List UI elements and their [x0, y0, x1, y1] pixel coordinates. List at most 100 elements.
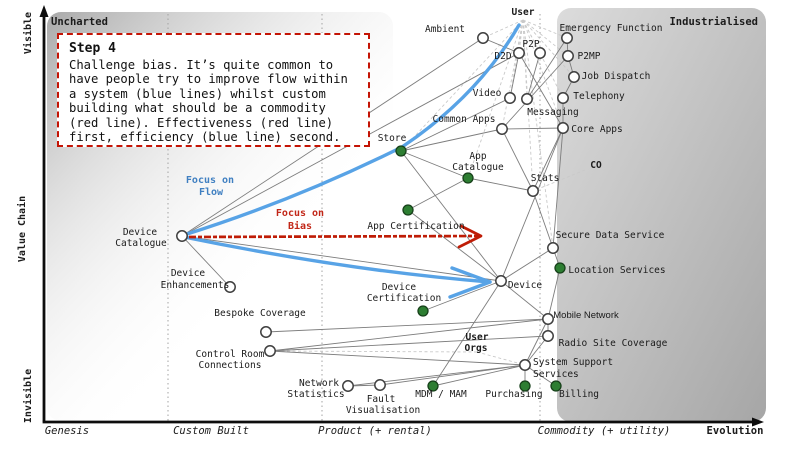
node-d2d: [513, 47, 525, 59]
edge-common_apps-p2mp: [501, 55, 569, 130]
node-mobile_network: [542, 313, 554, 325]
label-mdm_mam: MDM / MAM: [415, 389, 467, 400]
label-fault_visualisation-line2: Visualisation: [346, 405, 420, 416]
value-chain-axis-arrowhead: [39, 5, 49, 17]
label-job_dispatch: Job Dispatch: [582, 71, 651, 82]
label-co: CO: [590, 160, 602, 171]
edge-stats-secure_data_service: [532, 190, 554, 249]
focus-on-bias-label-line2: Bias: [288, 220, 312, 232]
edge-core_apps-device: [500, 127, 564, 282]
focus-on-flow-label-line2: Flow: [199, 187, 224, 198]
edge-common_apps-stats: [501, 128, 534, 192]
edge-device-mobile_network: [500, 280, 549, 320]
label-common_apps: Common Apps: [433, 114, 496, 125]
zone-label-industrialised: Industrialised: [669, 16, 758, 28]
node-telephony: [557, 92, 569, 104]
edge-d2d-core_apps: [518, 52, 564, 129]
bias-arrow-line: [188, 234, 479, 239]
label-device_catalogue-line1: Device: [123, 227, 158, 238]
label-network_statistics-line2: Statistics: [287, 389, 344, 400]
label-device_certification-line1: Device: [382, 282, 417, 293]
evolution-axis-arrowhead: [752, 417, 764, 427]
label-user: User: [512, 7, 535, 18]
edge-mobile_network-system_support_services: [524, 318, 549, 366]
node-app_catalogue: [462, 172, 474, 184]
label-app_catalogue-line1: App: [469, 151, 486, 162]
user-link-stats: [522, 19, 534, 192]
edge-common_apps-store: [400, 128, 503, 152]
annotation-step-box: Step 4 Challenge bias. It’s quite common…: [57, 33, 370, 147]
edge-bespoke_coverage-mobile_network: [265, 318, 549, 333]
dashed-link-user_orgs-system_support_services: [476, 351, 526, 366]
label-ambient: Ambient: [425, 24, 465, 35]
label-core_apps: Core Apps: [571, 124, 622, 135]
label-p2p: P2P: [522, 39, 539, 50]
edge-core_apps-secure_data_service: [552, 127, 564, 249]
node-video: [504, 92, 516, 104]
stage-label-1: Custom Built: [173, 425, 249, 437]
edge-emergency_function-messaging: [526, 37, 568, 100]
edge-d2d-video: [509, 52, 520, 99]
axis-label-invisible: Invisible: [22, 369, 34, 423]
label-device_catalogue-line2: Catalogue: [115, 238, 167, 249]
flow-line-device-catalogue-to-device: [182, 235, 492, 284]
edge-app_catalogue-app_certification: [407, 177, 469, 211]
node-messaging: [521, 93, 533, 105]
annotation-step-body: Challenge bias. It’s quite common to hav…: [69, 58, 348, 145]
user-link-common_apps: [501, 19, 524, 130]
flow-arrowhead: [448, 266, 492, 299]
axis-label-visible: Visible: [22, 12, 34, 54]
node-ambient: [477, 32, 489, 44]
user-link-ambient: [482, 19, 524, 39]
edge-p2p-messaging: [526, 52, 541, 100]
label-device_enhancements-line1: Device: [171, 268, 206, 279]
stage-label-3: Commodity (+ utility): [538, 425, 671, 437]
edge-system_support_services-billing: [524, 364, 557, 387]
label-store: Store: [378, 133, 407, 144]
label-system_support_services-line1: System Support: [533, 357, 613, 368]
label-video: Video: [473, 88, 502, 99]
label-emergency_function: Emergency Function: [560, 23, 663, 34]
user-link-app_catalogue: [467, 19, 524, 179]
user-link-store: [400, 19, 524, 152]
node-device_certification: [417, 305, 429, 317]
label-app_catalogue-line2: Catalogue: [452, 162, 504, 173]
focus-on-bias-label-line1: Focus on: [276, 208, 324, 219]
stage-label-2: Product (+ rental): [318, 425, 432, 437]
label-d2d: D2D: [494, 51, 511, 62]
label-stats: Stats: [531, 173, 560, 184]
label-p2mp: P2MP: [578, 51, 601, 62]
node-app_certification: [402, 204, 414, 216]
node-device_enhancements: [224, 281, 236, 293]
edge-core_apps-stats: [532, 127, 564, 192]
label-network_statistics-line1: Network: [299, 378, 339, 389]
edge-device_catalogue-device: [181, 235, 502, 282]
label-system_support_services-line2: Services: [533, 369, 579, 380]
edge-location_services-mobile_network: [547, 267, 561, 320]
node-mdm_mam: [427, 380, 439, 392]
user-link-job_dispatch: [522, 19, 575, 78]
edge-video-store: [400, 97, 511, 152]
axis-label-value-chain: Value Chain: [16, 196, 28, 262]
node-radio_site_coverage: [542, 330, 554, 342]
node-common_apps: [496, 123, 508, 135]
label-device_enhancements-line2: Enhancements: [161, 280, 230, 291]
edge-system_support_services-radio_site_coverage: [524, 335, 549, 366]
label-device: Device: [508, 280, 543, 291]
label-fault_visualisation-line1: Fault: [367, 394, 396, 405]
edge-common_apps-core_apps: [501, 127, 564, 130]
label-app_certification: App Certification: [367, 221, 464, 232]
edge-app_catalogue-stats: [467, 177, 534, 192]
node-device: [495, 275, 507, 287]
axis-label-evolution: Evolution: [707, 425, 764, 437]
label-user_orgs-line2: Orgs: [465, 343, 488, 354]
zone-label-uncharted: Uncharted: [51, 16, 108, 28]
node-store: [395, 145, 407, 157]
dashed-link-user_orgs-control_room_connections: [269, 350, 478, 353]
label-bespoke_coverage: Bespoke Coverage: [214, 308, 306, 319]
edge-ambient-d2d: [482, 37, 520, 54]
edge-control_room_connections-mobile_network: [269, 318, 549, 352]
edge-device-mdm_mam: [432, 280, 502, 387]
node-purchasing: [519, 380, 531, 392]
